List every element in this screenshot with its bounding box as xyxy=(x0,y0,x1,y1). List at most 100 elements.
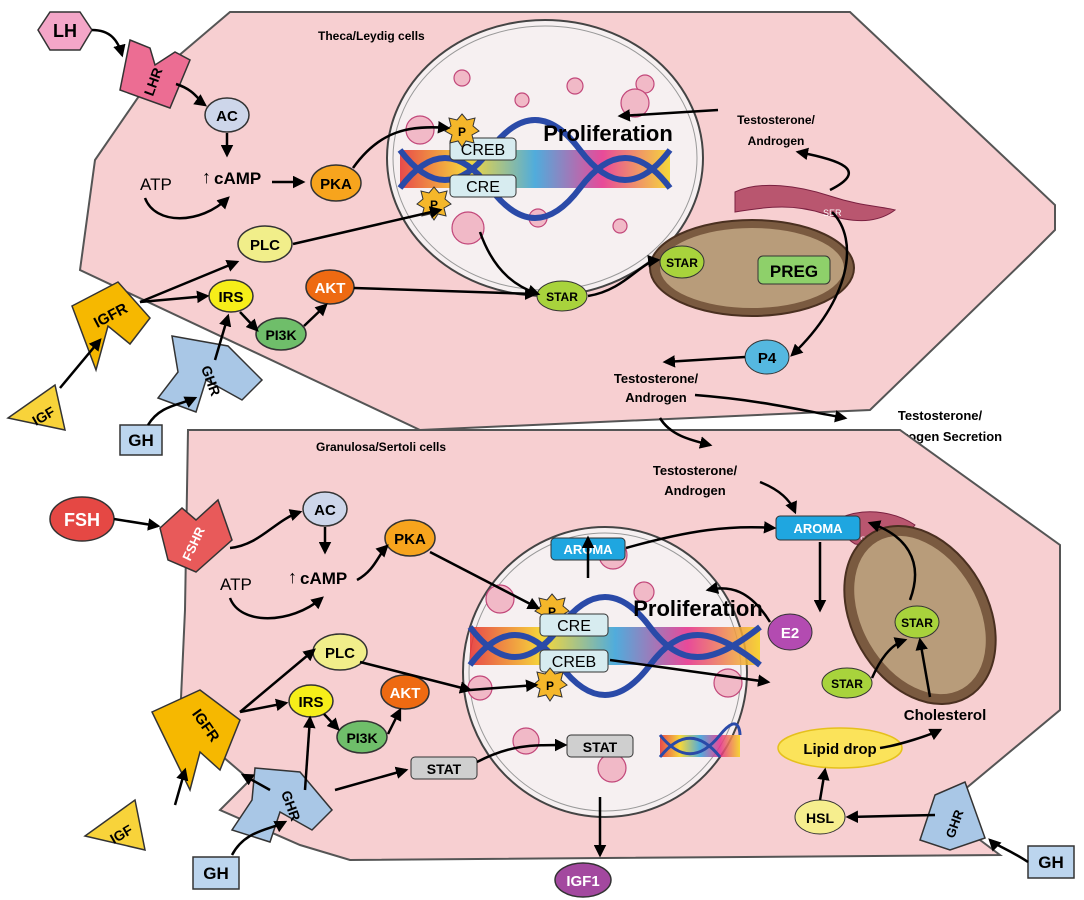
granulosa-cell-title: Granulosa/Sertoli cells xyxy=(316,440,446,454)
svg-text:AC: AC xyxy=(216,108,238,125)
bottom-testo-line1: Testosterone/ xyxy=(653,463,738,478)
svg-text:STAT: STAT xyxy=(583,739,618,755)
granulosa-sertoli-cell: Granulosa/Sertoli cells AROMA P CRE xyxy=(49,417,1075,898)
fsh-hormone: FSH xyxy=(49,496,115,542)
svg-text:PLC: PLC xyxy=(250,237,280,254)
lh-hormone: LH xyxy=(37,11,93,51)
p4-node: P4 xyxy=(744,339,790,375)
svg-text:PI3K: PI3K xyxy=(265,327,296,343)
top-testo-in-line1: Testosterone/ xyxy=(737,113,815,127)
svg-text:IGF1: IGF1 xyxy=(566,873,599,890)
theca-nuclear-vesicles xyxy=(405,69,655,245)
lhr-receptor: LHR xyxy=(119,38,191,109)
bottom-proliferation-label: Proliferation xyxy=(633,596,763,621)
svg-text:Lipid drop: Lipid drop xyxy=(803,741,876,758)
theca-proliferation-label: Proliferation xyxy=(543,121,673,146)
top-igf-ligand: IGF xyxy=(6,383,66,431)
lipid-drop: Lipid drop xyxy=(777,727,903,769)
svg-text:STAR: STAR xyxy=(546,290,578,304)
svg-text:STAR: STAR xyxy=(831,677,863,691)
bottom-testo-line2: Androgen xyxy=(664,483,725,498)
theca-leydig-cell: Theca/Leydig cells CREB CRE P xyxy=(6,11,1056,456)
svg-text:STAT: STAT xyxy=(427,761,462,777)
svg-text:E2: E2 xyxy=(781,625,799,642)
theca-phospho-badge-2: P xyxy=(416,186,452,221)
top-akt-node: AKT xyxy=(305,269,355,305)
svg-text:P4: P4 xyxy=(758,350,777,367)
bottom-star-mito: STAR xyxy=(894,605,940,639)
svg-text:PLC: PLC xyxy=(325,645,355,662)
top-testo-out-line1: Testosterone/ xyxy=(614,371,699,386)
top-ac-node: AC xyxy=(204,97,250,133)
bottom-igfr-receptor: IGFR xyxy=(150,689,241,793)
bottom-camp-label: cAMP xyxy=(300,569,347,588)
top-ghr-receptor: GHR xyxy=(156,335,264,413)
bottom-cre-box: CRE xyxy=(539,613,609,637)
svg-text:AC: AC xyxy=(314,502,336,519)
svg-text:P: P xyxy=(430,198,438,212)
svg-text:FSH: FSH xyxy=(64,510,100,530)
top-star-node: STAR xyxy=(536,280,588,312)
svg-text:P: P xyxy=(546,679,554,693)
top-mitochondrion xyxy=(649,219,855,317)
bottom-phospho-badge-2: P xyxy=(532,667,568,702)
theca-cell-title: Theca/Leydig cells xyxy=(318,29,425,43)
svg-text:CREB: CREB xyxy=(552,654,596,671)
bottom-akt-node: AKT xyxy=(380,674,430,710)
secretion-line1: Testosterone/ xyxy=(898,408,983,423)
bottom-pi3k-node: PI3K xyxy=(336,720,388,754)
bottom-star-node: STAR xyxy=(821,667,873,699)
theca-phospho-badge-1: P xyxy=(444,113,480,148)
top-pka-node: PKA xyxy=(310,164,362,202)
fshr-receptor: FSHR xyxy=(159,498,233,573)
bottom-igf-ligand: IGF xyxy=(83,798,146,851)
svg-text:STAR: STAR xyxy=(666,256,698,270)
granulosa-dna-helix xyxy=(467,594,762,758)
bottom-creb-box: CREB xyxy=(539,649,609,673)
svg-text:IRS: IRS xyxy=(298,694,323,711)
bottom-gh-ligand: GH xyxy=(192,856,240,890)
bottom-ac-node: AC xyxy=(302,491,348,527)
hsl-node: HSL xyxy=(794,799,846,835)
theca-cre-box: CRE xyxy=(449,174,517,198)
top-atp-label: ATP xyxy=(140,175,172,194)
bottom-irs-node: IRS xyxy=(288,684,334,718)
svg-text:P: P xyxy=(458,125,466,139)
top-irs-node: IRS xyxy=(208,279,254,313)
svg-text:CRE: CRE xyxy=(466,179,500,196)
top-camp-label: cAMP xyxy=(214,169,261,188)
top-plc-node: PLC xyxy=(237,225,293,263)
svg-text:PREG: PREG xyxy=(770,262,818,281)
top-preg-box: PREG xyxy=(757,255,831,285)
svg-text:PI3K: PI3K xyxy=(346,730,377,746)
top-pi3k-node: PI3K xyxy=(255,317,307,351)
svg-text:AKT: AKT xyxy=(390,685,421,702)
svg-text:CREB: CREB xyxy=(461,142,505,159)
svg-text:IRS: IRS xyxy=(218,289,243,306)
bottom-aroma-er: AROMA xyxy=(775,515,861,541)
igf1-node: IGF1 xyxy=(554,862,612,898)
svg-text:GH: GH xyxy=(128,431,154,450)
top-gh-ligand: GH xyxy=(119,424,163,456)
bottom-stat-node: STAT xyxy=(410,756,478,780)
bottom-uparrow: ↑ xyxy=(288,567,297,587)
svg-text:AKT: AKT xyxy=(315,280,346,297)
bottom-stat-nuclear: STAT xyxy=(566,734,634,758)
e2-node: E2 xyxy=(767,613,813,651)
right-gh-ligand: GH xyxy=(1027,845,1075,879)
theca-dna-helix xyxy=(397,117,673,221)
svg-text:PKA: PKA xyxy=(320,176,352,193)
svg-text:HSL: HSL xyxy=(806,810,834,826)
svg-text:AROMA: AROMA xyxy=(793,521,843,536)
top-star-mito: STAR xyxy=(659,245,705,279)
svg-text:CRE: CRE xyxy=(557,618,591,635)
cholesterol-label: Cholesterol xyxy=(904,707,987,724)
theca-creb-box: CREB xyxy=(449,137,517,161)
svg-text:GH: GH xyxy=(1038,853,1064,872)
bottom-arrows xyxy=(113,417,1029,864)
svg-text:P: P xyxy=(548,605,556,619)
svg-text:STAR: STAR xyxy=(901,616,933,630)
top-testo-in-line2: Androgen xyxy=(748,134,805,148)
bottom-atp-label: ATP xyxy=(220,575,252,594)
